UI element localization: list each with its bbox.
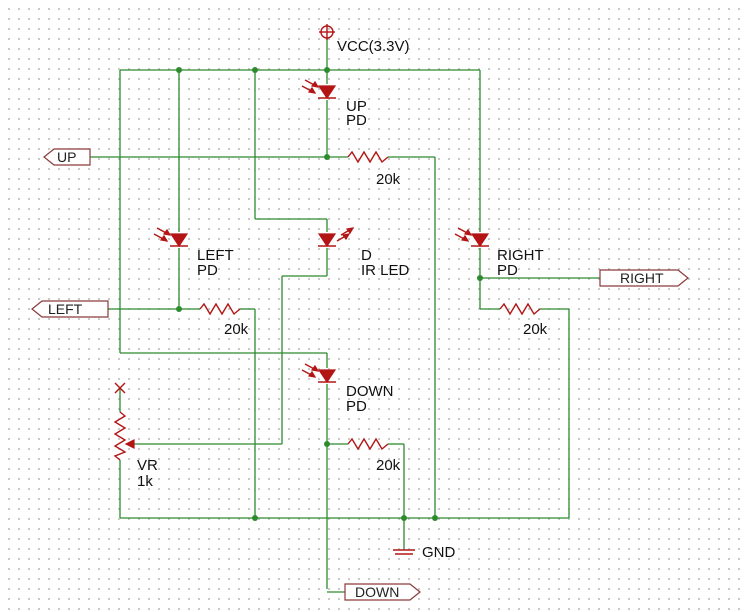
down-photodiode[interactable] [301,363,337,383]
down-resistor-value: 20k [376,457,401,474]
down-pd-ref: DOWN [346,383,394,400]
right-resistor-value: 20k [523,321,548,338]
left-resistor-value: 20k [224,321,249,338]
gnd-label: GND [422,544,456,561]
junction-dot [176,67,182,73]
left-pd-ref: LEFT [197,247,234,264]
ir-led-value: IR LED [361,262,410,279]
junction-dot [252,67,258,73]
down-port-label: DOWN [355,584,399,600]
right-pd-ref: RIGHT [497,247,544,264]
vr-value: 1k [137,473,153,490]
down-resistor[interactable] [347,437,389,451]
junction-dot [252,515,258,521]
junction-dot [401,515,407,521]
up-pd-ref: UP [346,98,367,115]
junctions [176,67,483,521]
left-pd-value: PD [197,262,218,279]
up-photodiode[interactable] [301,79,337,99]
left-resistor[interactable] [199,302,241,316]
up-port[interactable]: UP [43,148,91,166]
wires [90,38,600,593]
vcc-symbol [319,24,335,40]
junction-dot [324,67,330,73]
down-pd-value: PD [346,398,367,415]
right-port-label: RIGHT [620,270,664,286]
left-photodiode[interactable] [153,227,189,247]
vr-no-connect-mark [114,382,126,394]
right-photodiode[interactable] [454,227,490,247]
ir-led[interactable] [317,227,354,247]
gnd-symbol [393,549,415,555]
up-port-label: UP [57,149,76,165]
right-resistor[interactable] [499,302,541,316]
variable-resistor[interactable] [113,411,127,461]
junction-dot [477,275,483,281]
left-port[interactable]: LEFT [31,300,109,318]
left-port-label: LEFT [48,301,83,317]
junction-dot [324,441,330,447]
up-pd-value: PD [346,112,367,129]
junction-dot [432,515,438,521]
right-port[interactable]: RIGHT [599,269,689,287]
vcc-label: VCC(3.3V) [337,38,410,55]
ir-led-ref: D [361,247,372,264]
vr-wiper-arrow [124,439,135,449]
junction-dot [176,306,182,312]
up-resistor-value: 20k [376,171,401,188]
up-resistor[interactable] [347,150,389,164]
down-port[interactable]: DOWN [344,583,421,601]
right-pd-value: PD [497,262,518,279]
junction-dot [324,154,330,160]
vr-ref: VR [137,457,158,474]
